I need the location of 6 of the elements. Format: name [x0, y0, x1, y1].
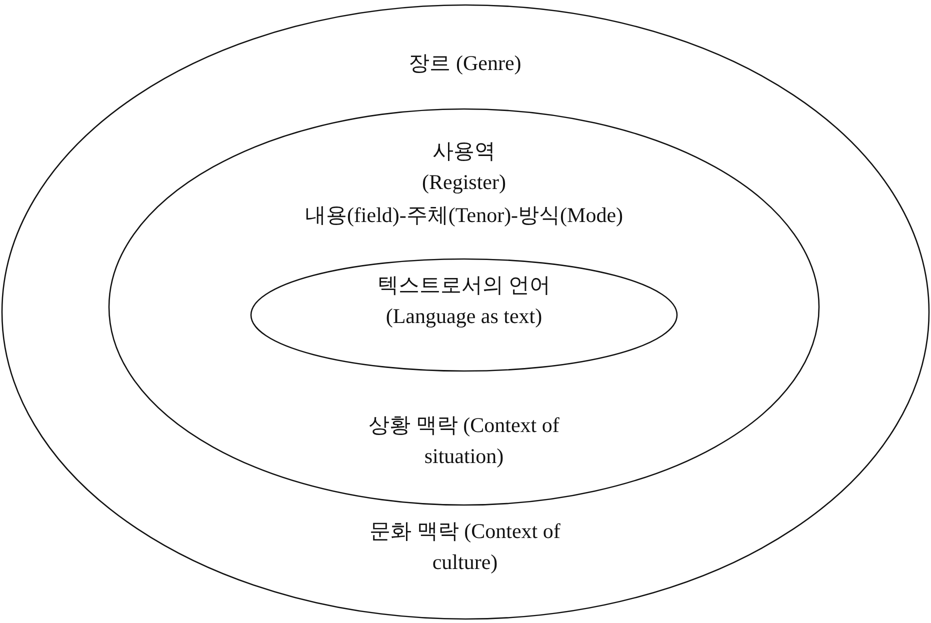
register-label: 사용역 (Register): [421, 138, 507, 196]
language-label: 텍스트로서의 언어 (Language as text): [376, 272, 552, 330]
context-label: 문화 맥락 (Context of culture): [368, 518, 562, 576]
context-label: 상황 맥락 (Context of situation): [368, 412, 560, 470]
genre-label: 장르 (Genre): [408, 50, 522, 77]
register-components-text: 내용(field)-주체(Tenor)-방식(Mode): [304, 202, 624, 229]
